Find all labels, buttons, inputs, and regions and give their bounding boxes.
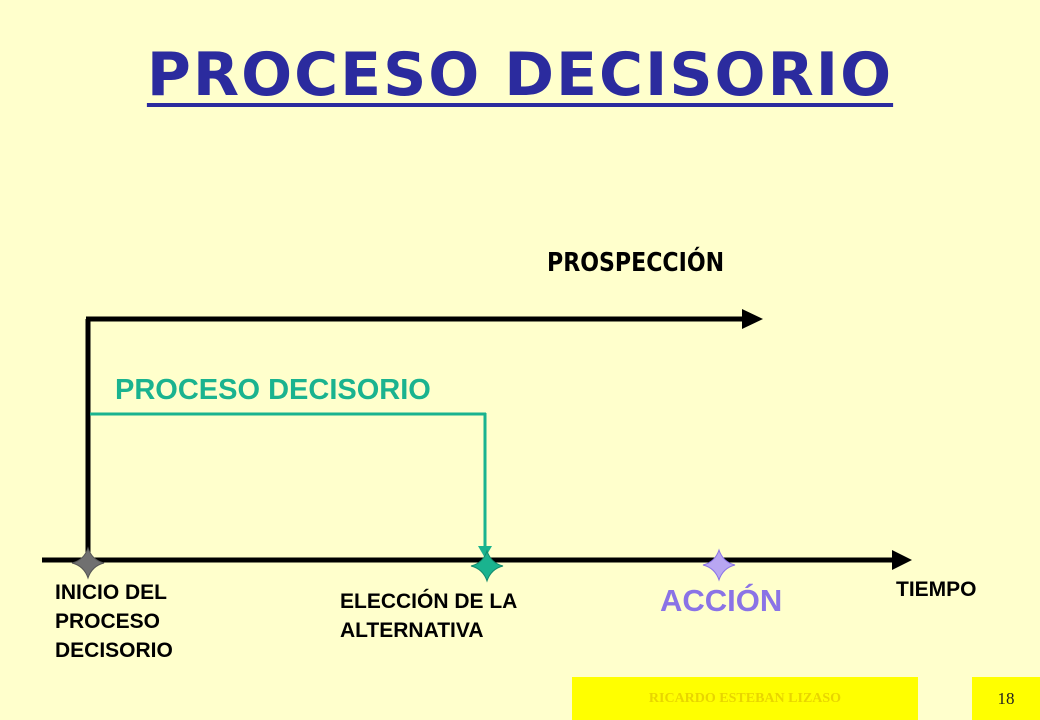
start-marker-icon: [71, 546, 105, 580]
accion-label: ACCIÓN: [660, 583, 783, 618]
time-axis-arrowhead: [892, 550, 912, 570]
prospeccion-arrowhead: [742, 309, 763, 329]
action-marker-icon: [702, 548, 736, 582]
page-title: PROCESO DECISORIO: [146, 40, 894, 110]
choice-marker-icon: [470, 549, 504, 583]
eleccion-label-line: ALTERNATIVA: [340, 619, 484, 642]
inicio-label: INICIO DEL PROCESO DECISORIO: [55, 578, 173, 665]
inicio-label-line: PROCESO: [55, 610, 161, 633]
page-number: 18: [972, 677, 1040, 720]
tiempo-label: TIEMPO: [896, 578, 977, 601]
proceso-arrowhead: [478, 546, 492, 558]
eleccion-label: ELECCIÓN DE LA ALTERNATIVA: [340, 587, 517, 645]
inicio-label-line: INICIO DEL: [55, 581, 168, 604]
proceso-decisorio-label: PROCESO DECISORIO: [115, 374, 431, 406]
footer-author: RICARDO ESTEBAN LIZASO: [572, 677, 918, 720]
inicio-label-line: DECISORIO: [55, 639, 173, 662]
eleccion-label-line: ELECCIÓN DE LA: [340, 590, 518, 613]
prospeccion-label: PROSPECCIÓN: [547, 248, 725, 278]
